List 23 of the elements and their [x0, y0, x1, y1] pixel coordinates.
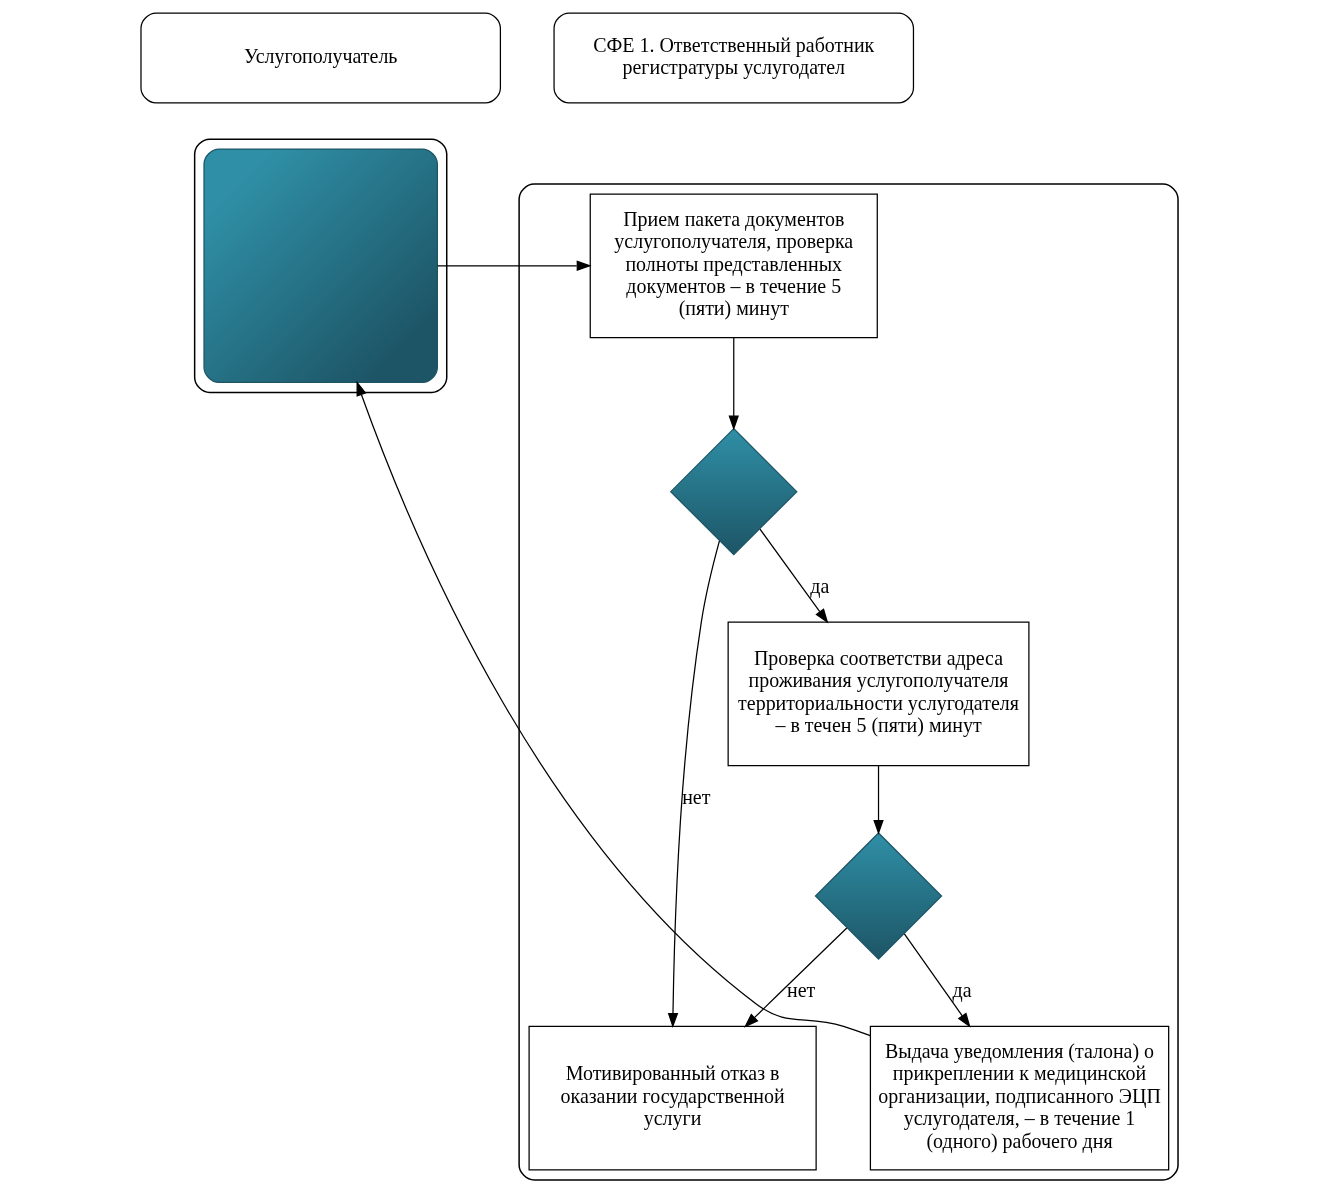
node-box: Проверка соответстви адреса проживания услугополучателя территориальности услугодателя – в течен 5 (пяти) минут [727, 621, 1030, 767]
arrow [437, 260, 592, 272]
node-box [203, 148, 438, 384]
edge-label: нет [787, 979, 816, 1002]
node-diamond [669, 427, 798, 556]
node-box: Прием пакета документов услугополучателя, проверка полноты представленных документов – в течение 5 (пяти) минут [589, 193, 878, 339]
cluster [193, 138, 448, 394]
cluster [518, 183, 1179, 1181]
node-box: Услугополучатель [140, 12, 502, 104]
arrow [759, 528, 829, 624]
arrow [873, 765, 884, 835]
node-box: Выдача уведомления (талона) о прикреплении к медицинской организации, подписанного ЭЦП услугодателя, – в течение 1 (одного) рабочего дня [869, 1025, 1170, 1171]
arrow [744, 927, 848, 1028]
arrow [667, 540, 721, 1028]
arrow [728, 337, 739, 431]
edge-label: да [810, 575, 830, 598]
arrow [356, 380, 871, 1037]
edge-label: да [952, 979, 972, 1002]
node-diamond [814, 832, 943, 960]
node-box: СФЕ 1. Ответственный работник регистратуры услугодател [553, 12, 915, 104]
edge-label: нет [682, 786, 711, 809]
node-box: Мотивированный отказ в оказании государственной услуги [528, 1025, 817, 1171]
arrow [903, 933, 971, 1028]
